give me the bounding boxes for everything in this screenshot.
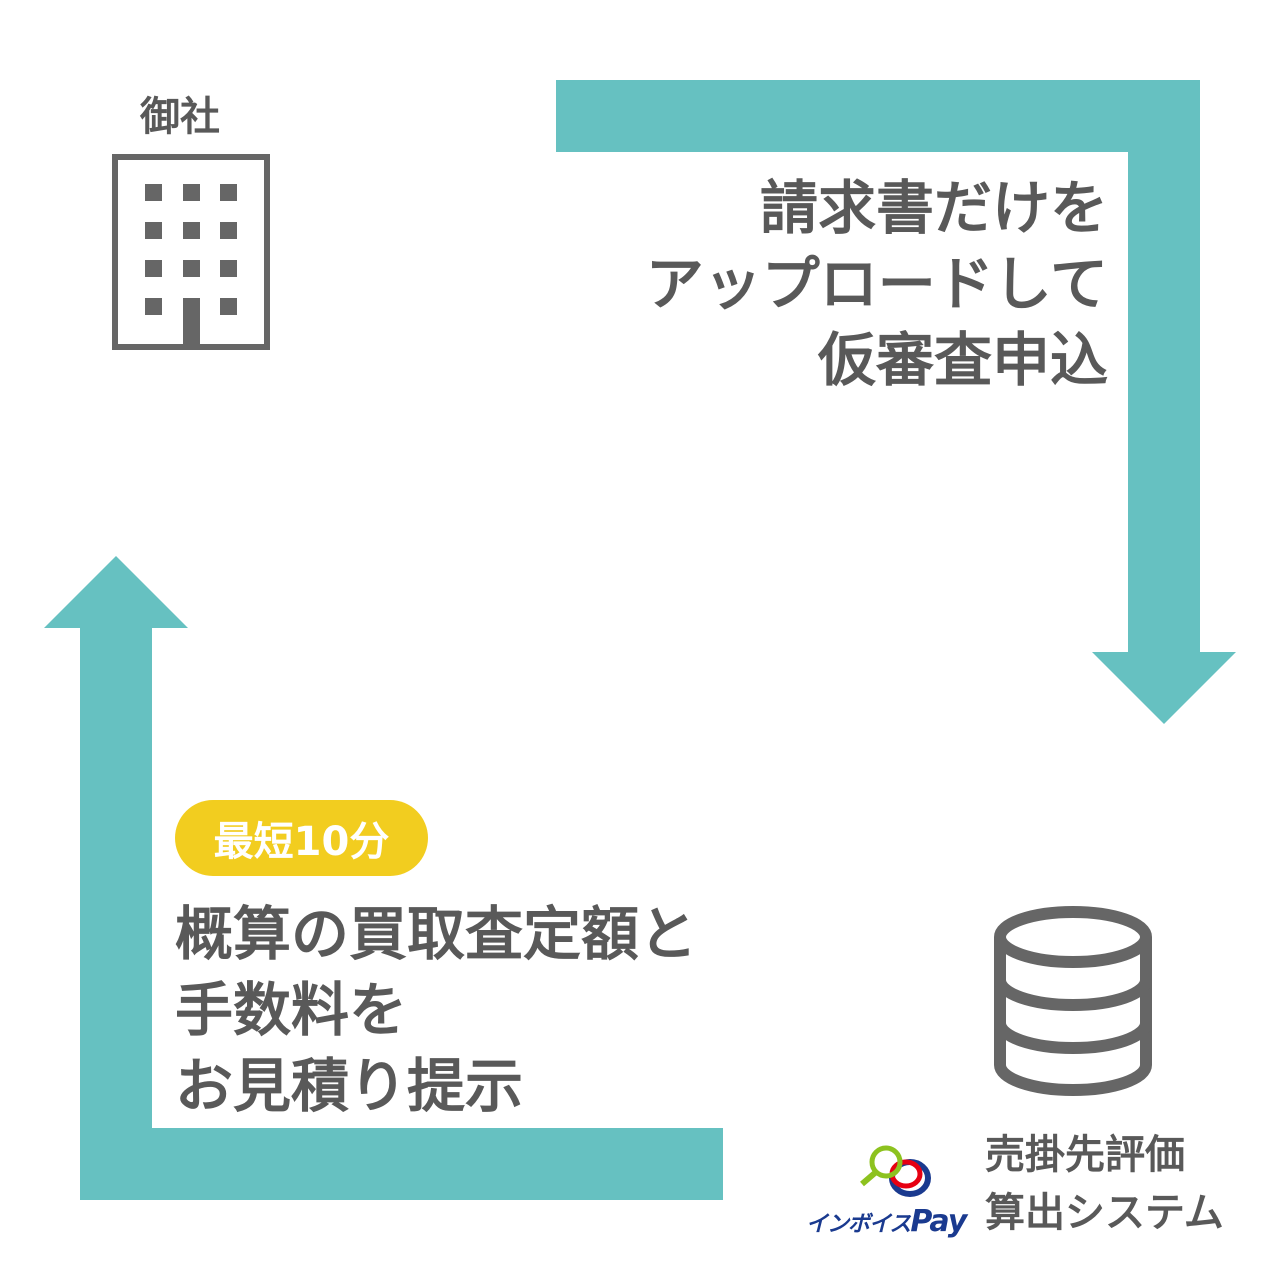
system-label: 売掛先評価 算出システム bbox=[985, 1126, 1224, 1242]
upload-step-text: 請求書だけを アップロードして 仮審査申込 bbox=[646, 170, 1108, 398]
system-label-line: 売掛先評価 bbox=[985, 1132, 1185, 1178]
estimate-step-line: 手数料を bbox=[175, 976, 408, 1044]
arrow-to-company bbox=[44, 556, 723, 1200]
estimate-step-line: 概算の買取査定額と bbox=[175, 900, 698, 968]
logo-text: インボイスPay bbox=[806, 1204, 967, 1239]
database-icon bbox=[994, 906, 1152, 1096]
estimate-step-text: 概算の買取査定額と 手数料を お見積り提示 bbox=[175, 896, 697, 1124]
upload-step-line: 請求書だけを bbox=[759, 174, 1108, 242]
upload-step-line: アップロードして bbox=[645, 250, 1108, 318]
logo-mark-icon bbox=[860, 1145, 931, 1197]
shortest-time-badge: 最短10分 bbox=[175, 800, 428, 876]
company-label: 御社 bbox=[140, 94, 220, 140]
arrow-to-system bbox=[556, 80, 1236, 724]
estimate-step-line: お見積り提示 bbox=[175, 1052, 524, 1120]
system-label-line: 算出システム bbox=[985, 1190, 1224, 1236]
logo-text-jp: インボイス bbox=[806, 1212, 911, 1237]
building-icon bbox=[112, 154, 270, 350]
upload-step-line: 仮審査申込 bbox=[817, 326, 1108, 394]
invoice-pay-logo: インボイスPay bbox=[806, 1140, 974, 1239]
logo-text-pay: Pay bbox=[910, 1204, 967, 1239]
